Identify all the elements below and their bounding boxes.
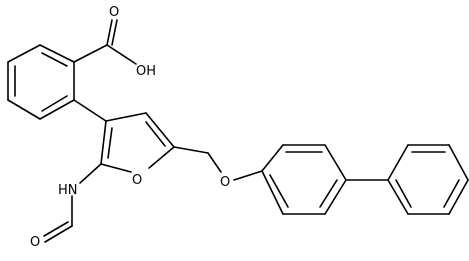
furan-ring: O [100, 112, 175, 188]
formyl-oxygen-label: O [30, 235, 40, 250]
methylene-ether-linker: O [173, 146, 263, 190]
aryl-furan-bond [73, 99, 107, 122]
ether-oxygen-label: O [220, 175, 230, 190]
carboxylic-acid-group: O OH [73, 5, 156, 79]
phenyl-ring [387, 144, 469, 215]
phenylene-ring [261, 144, 347, 215]
nh-label: HN [58, 183, 78, 198]
furan-oxygen-label: O [132, 173, 142, 188]
benzoic-acid-ring [7, 44, 75, 120]
formamide-group: HN O [30, 163, 102, 250]
carbonyl-oxygen-label: O [109, 5, 119, 20]
hydroxyl-label: OH [136, 64, 156, 79]
